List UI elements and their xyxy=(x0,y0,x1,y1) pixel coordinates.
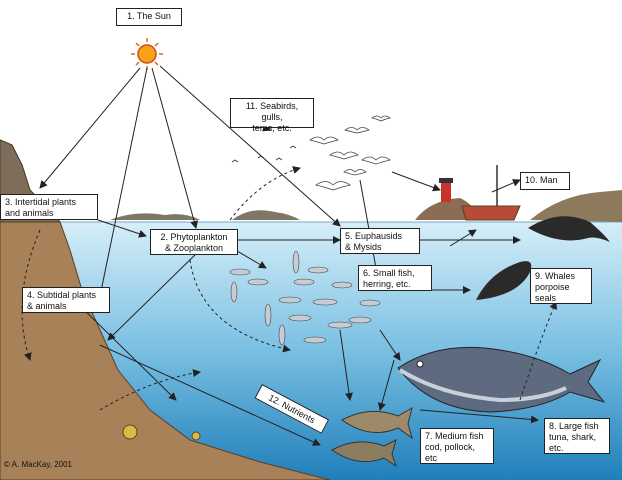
distant-island xyxy=(232,210,300,220)
label-intertidal: 3. Intertidal plants and animals xyxy=(0,194,98,220)
decomposition-arrows xyxy=(21,166,557,411)
credit-text: © A. MacKay, 2001 xyxy=(4,460,73,469)
seabirds-icon xyxy=(309,115,391,191)
cod-icon xyxy=(341,406,413,440)
lighthouse-icon xyxy=(441,182,451,202)
label-euphausids: 5. Euphausids & Mysids xyxy=(340,228,420,254)
tuna-icon xyxy=(397,346,606,413)
label-medium-fish: 7. Medium fish cod, pollock, etc xyxy=(420,428,494,464)
distant-island xyxy=(110,213,200,220)
lighthouse-island xyxy=(415,198,480,220)
small-fish-school-icon xyxy=(229,250,381,346)
label-sun: 1. The Sun xyxy=(116,8,182,26)
label-large-fish: 8. Large fish tuna, shark, etc. xyxy=(544,418,610,454)
label-seabirds: 11. Seabirds, gulls, terns, etc. xyxy=(230,98,314,133)
seal-icon xyxy=(476,261,532,300)
label-plankton: 2. Phytoplankton & Zooplankton xyxy=(150,229,238,255)
label-small-fish: 6. Small fish, herring, etc. xyxy=(358,265,432,291)
seabed-creature-icon xyxy=(122,424,138,440)
right-shore xyxy=(530,190,622,222)
whale-icon xyxy=(528,216,610,242)
sun-icon xyxy=(131,38,163,70)
label-whales: 9. Whales porpoise seals xyxy=(530,268,592,304)
label-subtidal: 4. Subtidal plants & animals xyxy=(22,287,110,313)
pollock-icon xyxy=(331,439,397,468)
fishing-boat-icon xyxy=(461,205,521,221)
label-man: 10. Man xyxy=(520,172,570,190)
